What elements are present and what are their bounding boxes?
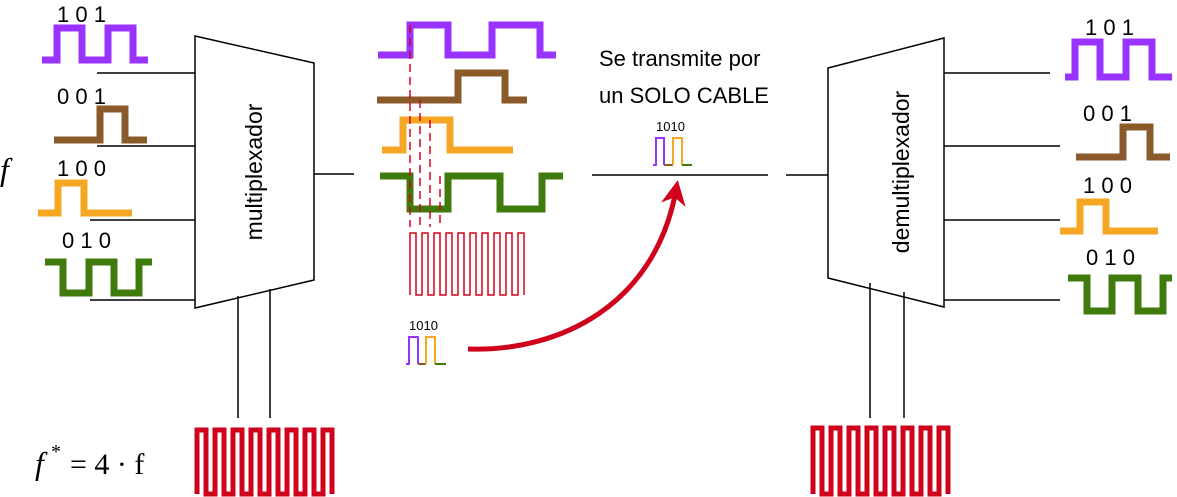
- packet-bits-bottom: 1010: [409, 318, 438, 333]
- output-bits-brown: 0 0 1: [1083, 101, 1132, 126]
- demux-output-wires: [944, 72, 1060, 301]
- formula-f: f: [35, 445, 48, 481]
- input-signals: 1 0 1 0 0 1 1 0 0 0 1 0: [38, 2, 152, 297]
- output-wave-brown: [1076, 123, 1170, 161]
- frequency-symbol: f: [0, 151, 13, 187]
- timing-wave-brown: [377, 69, 527, 104]
- timing-diagram: [377, 21, 563, 296]
- demux-clock-signal: [810, 425, 951, 497]
- output-bits-purple: 1 0 1: [1085, 15, 1134, 40]
- formula-star: *: [51, 441, 61, 463]
- input-bits-purple: 1 0 1: [57, 2, 106, 27]
- input-wave-green: [45, 258, 152, 297]
- input-wave-purple: [42, 24, 148, 64]
- demultiplexer: demultiplexador: [827, 37, 945, 308]
- timing-clock-signal: [409, 232, 525, 296]
- mux-clock-signal: [194, 427, 335, 497]
- input-wave-brown: [54, 105, 147, 144]
- transmission-text: Se transmite por un SOLO CABLE: [599, 46, 769, 108]
- multiplexer-label: multiplexador: [241, 103, 267, 240]
- clock-frequency-formula: f * = 4 · f: [35, 441, 144, 481]
- multiplexer-block: [194, 35, 315, 309]
- output-wave-green: [1068, 274, 1172, 315]
- mux-select-lines: [237, 289, 271, 418]
- input-bits-brown: 0 0 1: [57, 84, 106, 109]
- output-signals: 1 0 1 0 0 1 1 0 0 0 1 0: [1060, 15, 1172, 315]
- input-bits-orange: 1 0 0: [57, 156, 106, 181]
- transmission-label-line1: Se transmite por: [599, 46, 760, 71]
- transmission-arrow: [467, 180, 686, 352]
- demultiplexer-label: demultiplexador: [888, 90, 914, 253]
- output-wave-orange: [1060, 198, 1158, 235]
- demultiplexer-block: [827, 37, 945, 308]
- input-wave-orange: [38, 179, 132, 217]
- timing-wave-green: [380, 172, 563, 213]
- multiplexer: multiplexador: [194, 35, 315, 309]
- input-bits-green: 0 1 0: [62, 228, 111, 253]
- mux-input-wires: [90, 72, 195, 301]
- packet-on-cable: 1010: [653, 119, 692, 166]
- formula-rhs: = 4 · f: [70, 448, 144, 481]
- demux-select-lines: [869, 283, 905, 418]
- timing-wave-purple: [378, 21, 556, 59]
- output-bits-green: 0 1 0: [1086, 245, 1135, 270]
- output-wave-purple: [1065, 38, 1172, 81]
- packet-bits-top: 1010: [656, 119, 685, 134]
- timing-wave-orange: [382, 116, 513, 154]
- sampling-lines: [409, 25, 441, 227]
- output-bits-orange: 1 0 0: [1083, 173, 1132, 198]
- transmission-label-line2: un SOLO CABLE: [599, 83, 769, 108]
- packet-sample: 1010: [406, 318, 446, 365]
